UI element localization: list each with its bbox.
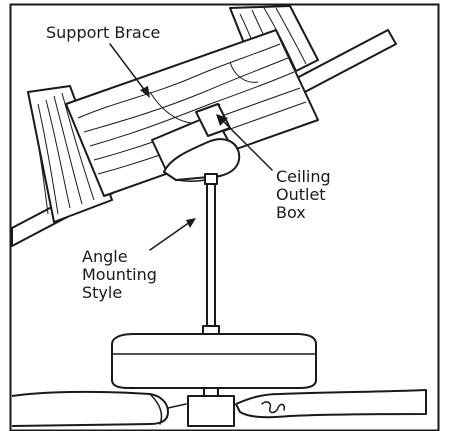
style-label: Style: [82, 283, 122, 302]
outlet-label: Outlet: [276, 185, 326, 204]
left-fan-blade: [11, 390, 187, 427]
support-brace-label: Support Brace: [46, 23, 160, 42]
downrod: [202, 173, 220, 335]
angle-label: Angle: [82, 247, 128, 266]
box-label: Box: [276, 203, 306, 222]
right-fan-blade: [235, 389, 427, 419]
support-brace: [65, 29, 319, 197]
switch-housing: [187, 387, 235, 427]
left-joist: [27, 85, 113, 223]
outlet-box-arrow: [216, 114, 228, 126]
ceiling-label: Ceiling: [276, 167, 331, 186]
fan-motor-housing: [111, 333, 317, 389]
mounting-label: Mounting: [82, 265, 157, 284]
angle-mounting-arrow: [186, 218, 196, 228]
support-brace-arrow: [140, 86, 150, 98]
